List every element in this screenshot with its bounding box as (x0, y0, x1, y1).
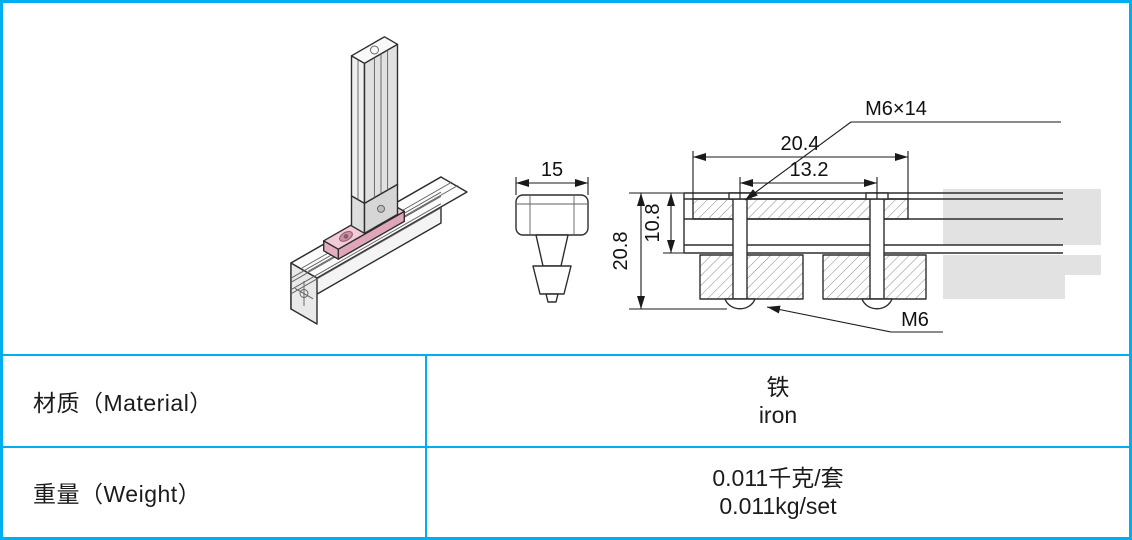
table-row-weight: 重量（Weight） 0.011千克/套 0.011kg/set (3, 445, 1129, 537)
table-row-material: 材质（Material） 铁 iron (3, 356, 1129, 446)
weight-value: 0.011千克/套 0.011kg/set (425, 447, 1129, 537)
dimension-upper-height: 10.8 (642, 193, 684, 254)
dim-label-thread: M6 (901, 309, 929, 331)
callout-thread: M6 (766, 305, 943, 333)
nut-profile-shape (515, 194, 589, 303)
dim-label-total-height: 20.8 (610, 232, 632, 271)
material-value: 铁 iron (425, 356, 1129, 446)
technical-drawing: 15 (290, 36, 1101, 333)
t-slot-end-face (294, 281, 314, 306)
screw-head-dome-right (861, 298, 893, 310)
weight-value-en: 0.011kg/set (719, 493, 837, 520)
dimension-nut-width: 15 (515, 159, 589, 195)
dim-label-hole-spacing: 13.2 (790, 159, 829, 181)
strip-screw-hole (339, 230, 353, 242)
dim-label-nut-width: 15 (541, 159, 563, 181)
side-view: 15 (515, 159, 589, 303)
technical-drawing-area: 15 (3, 3, 1129, 354)
dimension-strip-length: 20.4 (692, 133, 909, 199)
callout-screw-spec: M6×14 (744, 98, 1061, 201)
spec-table: 材质（Material） 铁 iron 重量（Weight） 0.011千克/套… (3, 354, 1129, 537)
isometric-view (290, 36, 468, 325)
weight-label: 重量（Weight） (33, 481, 202, 508)
dimension-total-height: 20.8 (610, 192, 727, 310)
dim-label-screw-spec: M6×14 (865, 98, 927, 120)
material-value-en: iron (758, 401, 798, 428)
weight-value-zh: 0.011千克/套 (712, 465, 844, 492)
screw-head-dome-left (724, 298, 756, 310)
section-view: 20.4 13.2 M6×14 (610, 98, 1101, 333)
dim-label-strip-length: 20.4 (781, 133, 820, 155)
dim-label-upper-height: 10.8 (642, 204, 664, 243)
dimension-hole-spacing: 13.2 (739, 159, 878, 199)
vertical-profile-column (350, 36, 399, 205)
material-value-zh: 铁 (766, 373, 790, 400)
adjacent-profile-shading (943, 189, 1101, 299)
material-label: 材质（Material） (33, 389, 213, 416)
t-nut-block-left (699, 254, 804, 300)
